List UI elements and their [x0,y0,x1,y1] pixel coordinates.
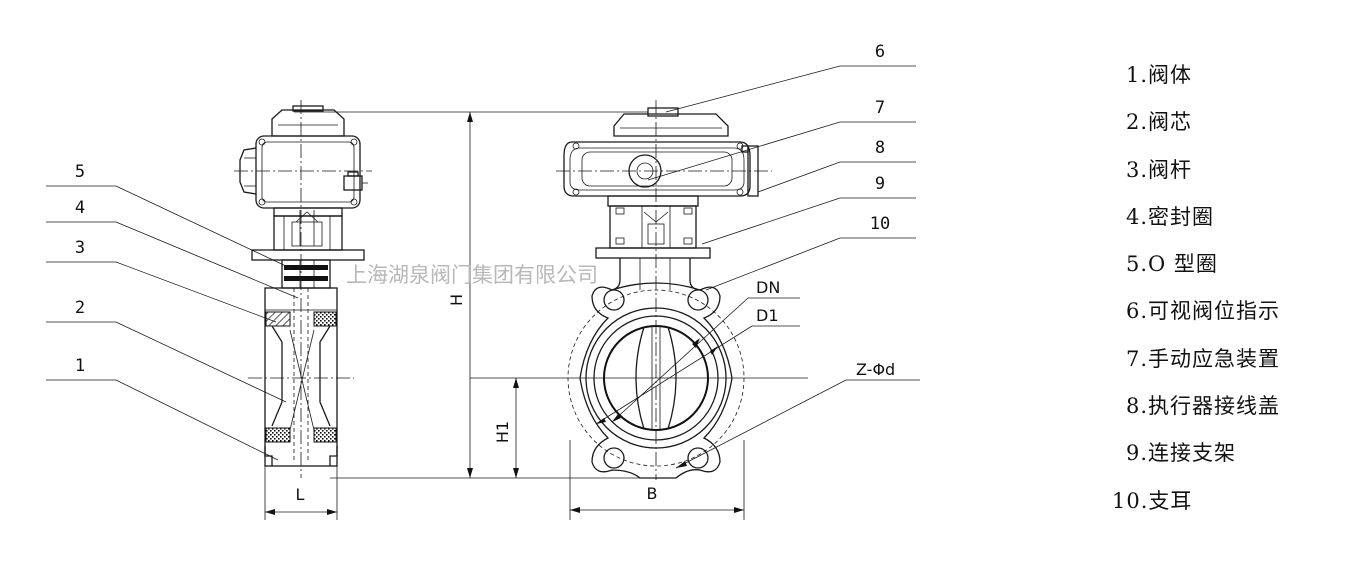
dim-bolt-holes-label: Z-Φd [856,360,895,379]
callout-1: 1 [75,356,85,376]
dim-D1-label: D1 [756,306,779,325]
legend-item-8: 8.执行器接线盖 [1126,394,1281,419]
callout-10: 10 [870,214,890,234]
dim-B-label: B [647,484,658,503]
callout-9: 9 [875,174,885,194]
legend-item-3: 3.阀杆 [1126,157,1193,182]
front-view [556,100,920,520]
callout-5: 5 [75,162,85,182]
callout-leaders [46,65,916,461]
dim-H-label: H [447,294,466,306]
legend-item-5: 5.O 型圈 [1126,252,1218,277]
parts-legend: 1.阀体 2.阀芯 3.阀杆 4.密封圈 5.O 型圈 6.可视阀位指示 7.手… [1108,58,1348,531]
callout-4: 4 [75,198,85,218]
dim-H1-label: H1 [493,421,512,443]
dim-L-label: L [296,485,305,504]
callout-7: 7 [875,98,885,118]
callout-2: 2 [75,298,85,318]
dim-DN-label: DN [756,278,780,297]
callout-3: 3 [75,238,85,258]
watermark: 上海湖泉阀门集团有限公司 [346,263,598,287]
legend-item-1: 1.阀体 [1126,63,1193,87]
height-dimensions [294,111,808,479]
legend-item-4: 4.密封圈 [1126,204,1215,229]
side-view [234,100,372,520]
legend-item-6: 6.可视阀位指示 [1126,299,1281,324]
callout-6: 6 [875,42,885,62]
legend-item-10: 10.支耳 [1112,488,1193,513]
callout-8: 8 [875,138,885,158]
legend-item-7: 7.手动应急装置 [1126,346,1281,371]
legend-item-9: 9.连接支架 [1126,441,1237,466]
legend-item-2: 2.阀芯 [1126,110,1193,135]
